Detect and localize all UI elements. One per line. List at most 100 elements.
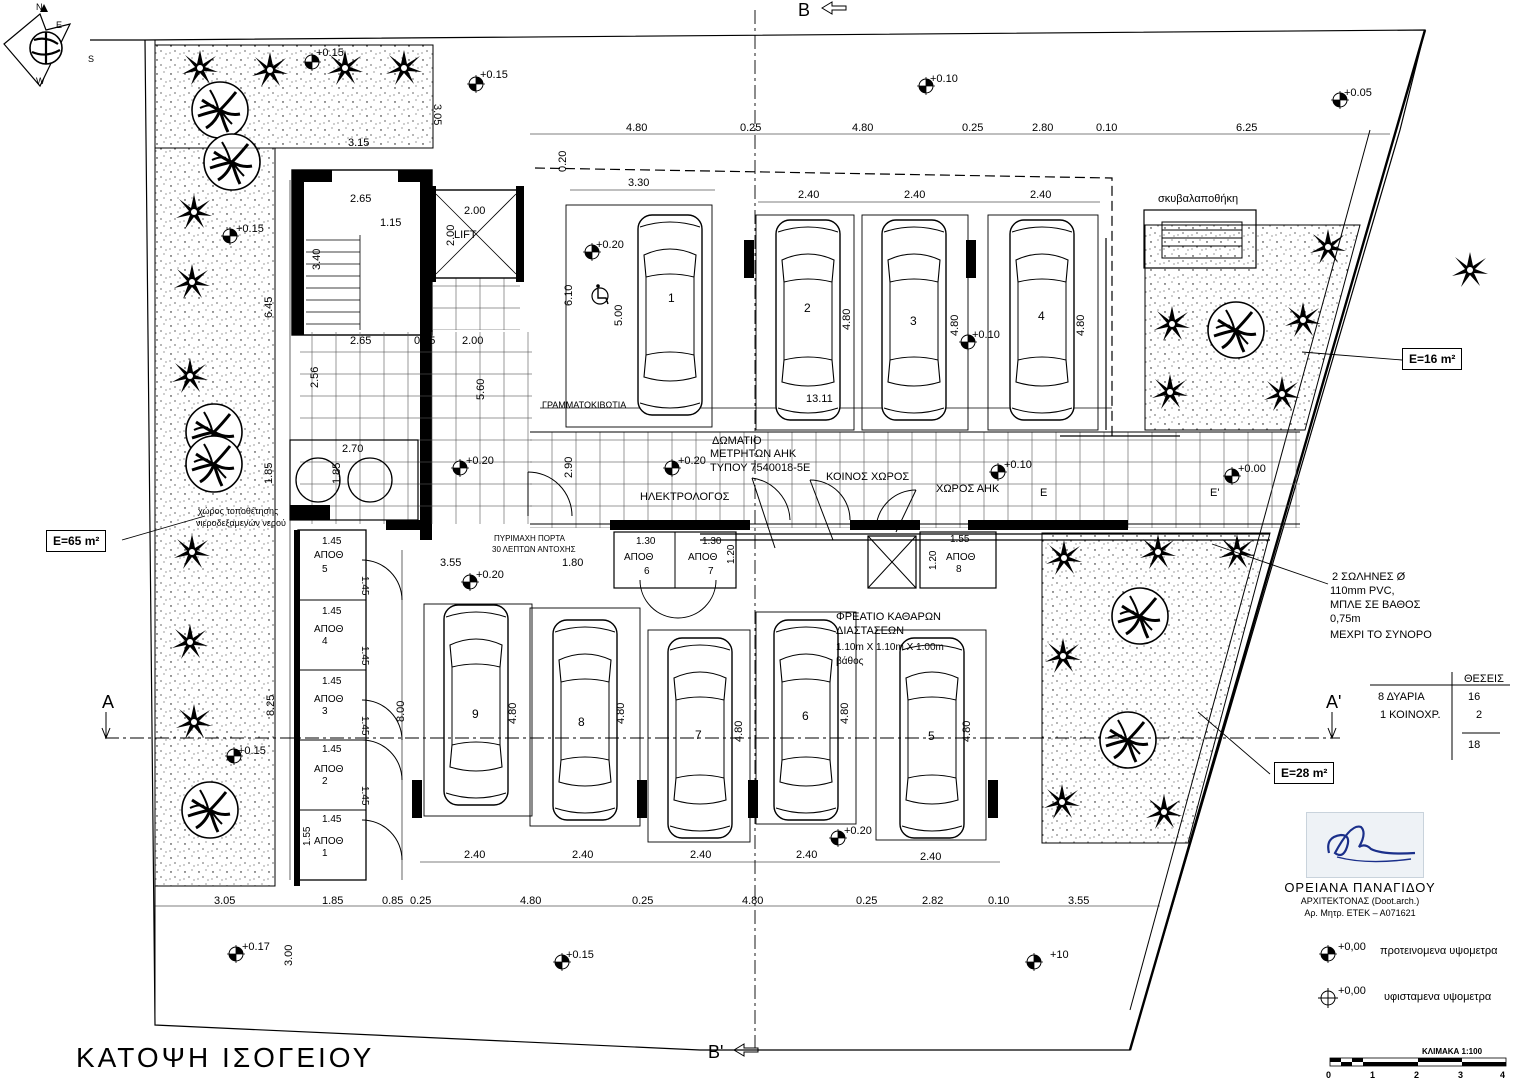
svg-text:E': E' bbox=[1210, 487, 1219, 499]
svg-text:1.45: 1.45 bbox=[322, 536, 342, 547]
svg-text:ΗΛΕΚΤΡΟΛΟΓΟΣ: ΗΛΕΚΤΡΟΛΟΓΟΣ bbox=[640, 491, 730, 503]
svg-text:4.80: 4.80 bbox=[949, 315, 961, 336]
svg-text:1.55: 1.55 bbox=[950, 534, 970, 545]
svg-text:1.20: 1.20 bbox=[726, 544, 737, 564]
svg-text:1.45: 1.45 bbox=[322, 814, 342, 825]
accessible-parking-icon bbox=[591, 284, 609, 305]
columns bbox=[412, 240, 998, 818]
svg-text:W: W bbox=[36, 76, 45, 86]
svg-text:ΜΕΤΡΗΤΩΝ ΑΗΚ: ΜΕΤΡΗΤΩΝ ΑΗΚ bbox=[710, 448, 797, 460]
svg-text:6: 6 bbox=[802, 709, 809, 723]
svg-text:2.40: 2.40 bbox=[920, 851, 941, 863]
svg-text:2.80: 2.80 bbox=[1032, 122, 1053, 134]
svg-text:2: 2 bbox=[804, 301, 811, 315]
svg-text:+0.10: +0.10 bbox=[972, 329, 1000, 341]
svg-text:4.80: 4.80 bbox=[839, 703, 851, 724]
room-labels: LIFT ΓΡΑΜΜΑΤΟΚΙΒΩΤΙΑ ΔΩΜΑΤΙΟ ΜΕΤΡΗΤΩΝ ΑΗ… bbox=[196, 193, 1238, 667]
svg-text:4: 4 bbox=[322, 636, 328, 647]
svg-text:1 ΚΟΙΝΟΧΡ.: 1 ΚΟΙΝΟΧΡ. bbox=[1380, 709, 1441, 721]
svg-text:2.00: 2.00 bbox=[445, 225, 457, 246]
parking-bays-bottom bbox=[423, 603, 987, 843]
svg-text:1.55: 1.55 bbox=[302, 826, 313, 846]
svg-text:ΑΠΟΘ: ΑΠΟΘ bbox=[624, 552, 654, 563]
architect-name: ΟΡΕΙΑΝΑ ΠΑΝΑΓΙΔΟΥ bbox=[1284, 880, 1436, 895]
svg-text:1.85: 1.85 bbox=[331, 463, 343, 484]
svg-text:+0.20: +0.20 bbox=[844, 825, 872, 837]
svg-text:1.20: 1.20 bbox=[928, 550, 939, 570]
svg-text:2.65: 2.65 bbox=[350, 193, 371, 205]
svg-text:προτεινομενα υψομετρα: προτεινομενα υψομετρα bbox=[1380, 945, 1498, 957]
svg-text:4.80: 4.80 bbox=[520, 895, 541, 907]
svg-text:0.10: 0.10 bbox=[988, 895, 1009, 907]
svg-text:+0.05: +0.05 bbox=[1344, 87, 1372, 99]
svg-text:A': A' bbox=[1326, 692, 1341, 712]
svg-text:ΑΠΟΘ: ΑΠΟΘ bbox=[314, 550, 344, 561]
svg-text:+0.10: +0.10 bbox=[1004, 459, 1032, 471]
svg-text:ΧΩΡΟΣ ΑΗΚ: ΧΩΡΟΣ ΑΗΚ bbox=[936, 483, 1000, 495]
svg-text:ΔΙΑΣΤΑΣΕΩΝ: ΔΙΑΣΤΑΣΕΩΝ bbox=[836, 625, 904, 637]
svg-text:2.70: 2.70 bbox=[342, 443, 363, 455]
svg-text:1.45: 1.45 bbox=[322, 744, 342, 755]
svg-text:2: 2 bbox=[1414, 1070, 1419, 1080]
svg-text:+0.15: +0.15 bbox=[238, 745, 266, 757]
svg-text:σκυβαλαποθήκη: σκυβαλαποθήκη bbox=[1158, 193, 1238, 205]
svg-text:2: 2 bbox=[1476, 709, 1482, 721]
svg-text:8 ΔΥΑΡΙΑ: 8 ΔΥΑΡΙΑ bbox=[1378, 691, 1425, 703]
svg-text:+0.15: +0.15 bbox=[566, 949, 594, 961]
svg-text:νιεροδεξαμενών νερού: νιεροδεξαμενών νερού bbox=[196, 518, 286, 528]
compass-rose: N E S W bbox=[3, 2, 94, 88]
svg-text:+0.20: +0.20 bbox=[596, 239, 624, 251]
svg-text:3.30: 3.30 bbox=[628, 177, 649, 189]
trash-room bbox=[1143, 209, 1257, 269]
svg-text:ΑΠΟΘ: ΑΠΟΘ bbox=[314, 836, 344, 847]
architect-title: ΑΡΧΙΤΕΚΤΟΝΑΣ (Doot.arch.) bbox=[1300, 896, 1420, 906]
svg-text:ΚΟΙΝΟΣ ΧΩΡΟΣ: ΚΟΙΝΟΣ ΧΩΡΟΣ bbox=[826, 471, 909, 483]
svg-text:16: 16 bbox=[1468, 691, 1480, 703]
svg-text:0.25: 0.25 bbox=[962, 122, 983, 134]
svg-text:1: 1 bbox=[322, 848, 328, 859]
car-1 bbox=[637, 214, 703, 416]
svg-text:8: 8 bbox=[956, 564, 962, 575]
svg-text:5.60: 5.60 bbox=[475, 379, 487, 400]
svg-text:+0.20: +0.20 bbox=[466, 455, 494, 467]
svg-text:S: S bbox=[88, 54, 94, 64]
svg-text:0.85: 0.85 bbox=[382, 895, 403, 907]
storage-block bbox=[294, 529, 997, 886]
svg-text:+0.20: +0.20 bbox=[678, 455, 706, 467]
svg-text:0,75m: 0,75m bbox=[1330, 613, 1361, 625]
svg-text:1.45: 1.45 bbox=[322, 676, 342, 687]
scale-bar: ΚΛΙΜΑΚΑ 1:100 0 1 2 3 4 bbox=[1326, 1047, 1507, 1080]
svg-text:LIFT: LIFT bbox=[454, 229, 477, 241]
svg-text:2.00: 2.00 bbox=[464, 205, 485, 217]
svg-text:0.10: 0.10 bbox=[1096, 122, 1117, 134]
svg-text:5: 5 bbox=[322, 564, 328, 575]
svg-text:8.25: 8.25 bbox=[265, 695, 277, 716]
signature-icon bbox=[1327, 825, 1416, 863]
svg-text:1.45: 1.45 bbox=[359, 716, 370, 736]
svg-text:4.80: 4.80 bbox=[852, 122, 873, 134]
pipes bbox=[700, 238, 1270, 541]
architect-registration: Αρ. Μητρ. ΕΤΕΚ – Α071621 bbox=[1304, 908, 1416, 918]
svg-text:υφισταμενα υψομετρα: υφισταμενα υψομετρα bbox=[1384, 991, 1492, 1003]
svg-text:ΘΕΣΕΙΣ: ΘΕΣΕΙΣ bbox=[1464, 673, 1504, 685]
svg-text:5.00: 5.00 bbox=[613, 305, 625, 326]
svg-text:2.40: 2.40 bbox=[572, 849, 593, 861]
svg-text:4: 4 bbox=[1038, 309, 1045, 323]
svg-text:3.15: 3.15 bbox=[348, 137, 369, 149]
svg-text:+0,00: +0,00 bbox=[1338, 985, 1366, 997]
svg-text:4.80: 4.80 bbox=[507, 703, 519, 724]
leader-lines bbox=[121, 351, 1403, 775]
svg-text:1.15: 1.15 bbox=[380, 217, 401, 229]
svg-text:3: 3 bbox=[322, 706, 328, 717]
svg-text:βάθος: βάθος bbox=[836, 655, 864, 667]
svg-text:2.65: 2.65 bbox=[350, 335, 371, 347]
svg-text:1.30: 1.30 bbox=[636, 536, 656, 547]
svg-text:0: 0 bbox=[1326, 1070, 1331, 1080]
svg-text:+0.15: +0.15 bbox=[236, 223, 264, 235]
svg-text:0.25: 0.25 bbox=[740, 122, 761, 134]
svg-text:1: 1 bbox=[1370, 1070, 1375, 1080]
svg-text:ΜΕΧΡΙ ΤΟ ΣΥΝΟΡΟ: ΜΕΧΡΙ ΤΟ ΣΥΝΟΡΟ bbox=[1330, 629, 1432, 641]
svg-text:6.45: 6.45 bbox=[263, 297, 275, 318]
svg-text:6.10: 6.10 bbox=[563, 285, 575, 306]
svg-text:1.45: 1.45 bbox=[359, 576, 370, 596]
